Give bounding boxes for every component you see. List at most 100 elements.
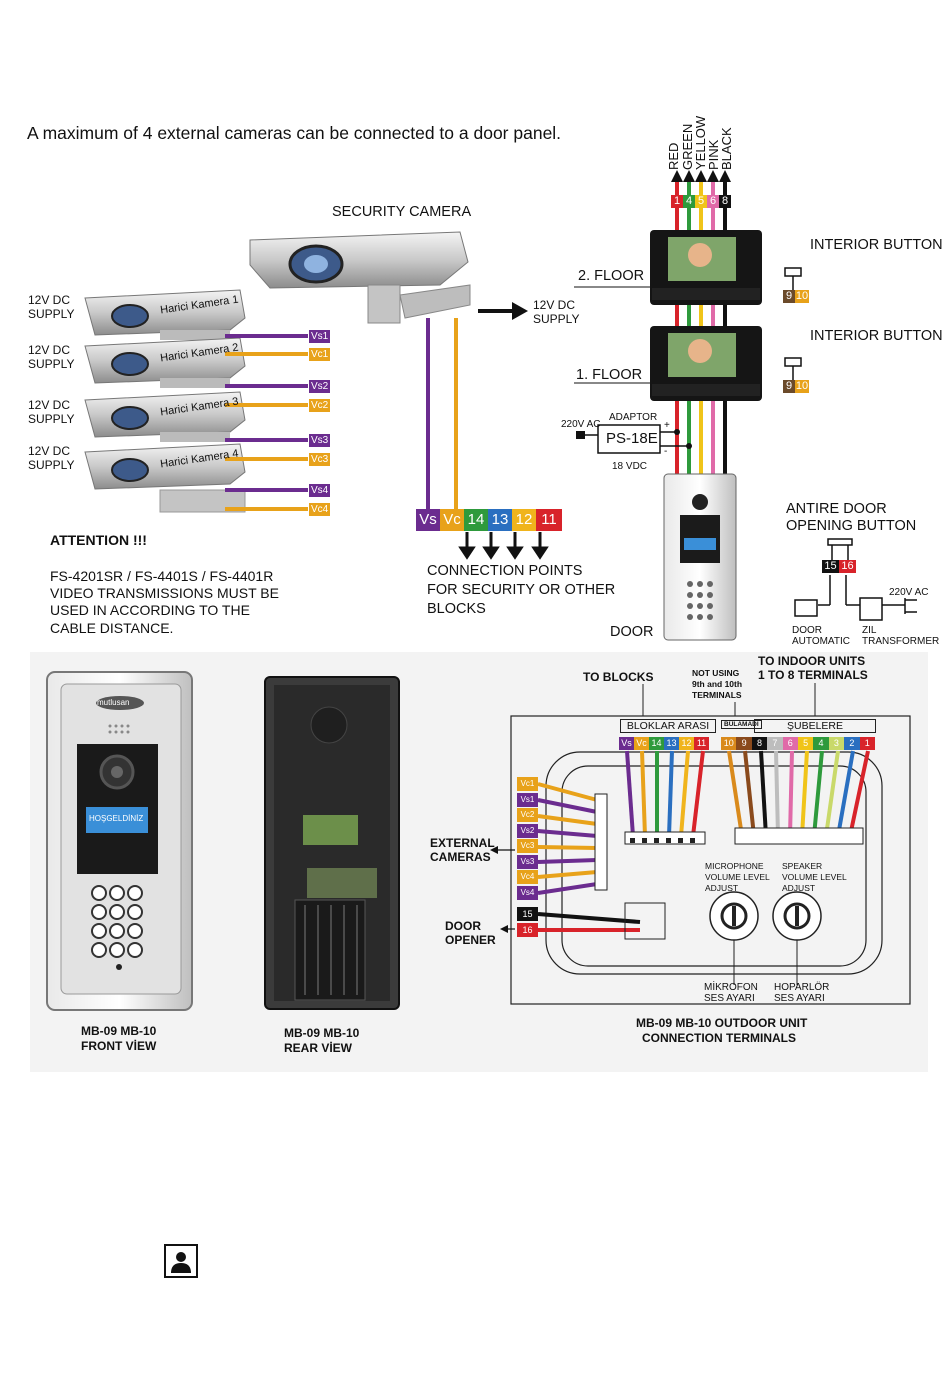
hoparlor-1: HOPARLÖR (774, 982, 830, 993)
cam-term-vc1: Vc1 (517, 777, 538, 791)
external-cameras-2: CAMERAS (430, 850, 491, 864)
cam-term-vc3: Vc3 (517, 839, 538, 853)
mikrofon-2: SES AYARI (704, 993, 755, 1004)
terminal-11: 11 (536, 509, 562, 531)
page-title: A maximum of 4 external cameras can be c… (27, 123, 562, 143)
ext-camera-1-supply: 12V DC SUPPLY (28, 293, 75, 321)
adaptor-label: ADAPTOR (609, 412, 658, 423)
zil-line-1: ZIL (862, 625, 877, 636)
front-caption-1: MB-09 MB-10 (81, 1024, 157, 1038)
mic-label-1: MICROPHONE (705, 861, 764, 871)
door-auto-line-2: AUTOMATIC (792, 636, 850, 647)
antire-line-1: ANTIRE DOOR (786, 501, 887, 517)
to-indoor-1: TO INDOOR UNITS (758, 654, 866, 668)
diag-term-6: 6 (782, 737, 798, 750)
security-camera-label: SECURITY CAMERA (332, 204, 472, 220)
interior-button-1-icon (784, 357, 802, 380)
rear-view-panel-icon (264, 676, 400, 1010)
interior-button-2-label: INTERIOR BUTTON (810, 237, 943, 253)
diag-term-3: 3 (828, 737, 845, 750)
mikrofon-1: MİKROFON (704, 982, 758, 993)
antire-terminal-16: 16 (839, 560, 856, 573)
rear-caption-1: MB-09 MB-10 (284, 1026, 360, 1040)
riser-terminal-8: 8 (719, 195, 731, 208)
attention-line-3: USED IN ACCORDING TO THE (50, 602, 250, 618)
external-camera-3-icon (84, 391, 246, 442)
zil-ac: 220V AC (889, 587, 929, 598)
diagram-caption-2: CONNECTION TERMINALS (642, 1031, 796, 1045)
terminal-vc: Vc (440, 509, 464, 531)
attention-line-2: VIDEO TRANSMISSIONS MUST BE (50, 585, 279, 601)
adaptor-ac: 220V AC (561, 419, 601, 430)
bulamadi-label: BÜLAMADI (721, 720, 762, 729)
diag-term-vs: Vs (619, 737, 634, 750)
panel-screen-text: HOŞGELDİNİZ (89, 814, 144, 823)
adaptor-plus: + (664, 420, 670, 431)
not-using-3: TERMINALS (692, 690, 742, 700)
bloklar-arasi-label: BLOKLAR ARASI (620, 719, 716, 733)
attention-line-1: FS-4201SR / FS-4401S / FS-4401R (50, 568, 274, 584)
to-blocks-label: TO BLOCKS (583, 670, 654, 684)
terminal-14: 14 (464, 509, 488, 531)
diag-term-8: 8 (751, 737, 768, 750)
interior-terminals-1: 9 10 (783, 380, 809, 393)
interior-terminal-10: 10 (795, 290, 809, 303)
monitor-floor-2-icon (650, 230, 762, 305)
adaptor-model: PS-18E (606, 430, 658, 447)
floor-1-label: 1. FLOOR (576, 367, 643, 383)
door-panel-icon (663, 473, 737, 641)
door-term-15: 15 (517, 907, 538, 921)
terminal-vs: Vs (416, 509, 440, 531)
door-label: DOOR (610, 624, 654, 640)
speaker-label-1: SPEAKER (782, 861, 823, 871)
attention-heading: ATTENTION !!! (50, 532, 147, 548)
ext-camera-2-supply: 12V DC SUPPLY (28, 343, 75, 371)
terminal-12: 12 (512, 509, 536, 531)
vc2-tag: Vc2 (309, 399, 331, 412)
vc4-tag: Vc4 (309, 503, 331, 516)
diag-term-9: 9 (736, 737, 752, 750)
hoparlor-2: SES AYARI (774, 993, 825, 1004)
riser-terminal-6: 6 (707, 195, 719, 208)
camera-input-terminals: Vc1 Vs1 Vc2 Vs2 Vc3 Vs3 Vc4 Vs4 (517, 777, 538, 900)
speaker-label-3: ADJUST (782, 883, 816, 893)
external-cameras-1: EXTERNAL (430, 836, 495, 850)
ext-camera-3-supply: 12V DC SUPPLY (28, 398, 75, 426)
security-camera-icon (249, 231, 471, 324)
front-caption-2: FRONT VİEW (81, 1039, 157, 1053)
riser-terminal-1: 1 (671, 195, 683, 208)
to-indoor-2: 1 TO 8 TERMINALS (758, 668, 868, 682)
vc3-tag: Vc3 (309, 453, 331, 466)
vs3-tag: Vs3 (309, 434, 331, 447)
external-camera-2-icon (84, 337, 246, 388)
mic-label-2: VOLUME LEVEL (705, 872, 770, 882)
diag-term-11: 11 (694, 737, 709, 750)
cam-term-vs3: Vs3 (517, 854, 538, 869)
rear-caption-2: REAR VİEW (284, 1041, 353, 1055)
adaptor-vdc: 18 VDC (612, 461, 648, 472)
user-icon (164, 1244, 198, 1278)
diag-term-7: 7 (767, 737, 783, 750)
cam-term-vc4: Vc4 (517, 870, 538, 884)
terminal-13: 13 (488, 509, 512, 531)
supply-right-label: 12V DC SUPPLY (533, 298, 580, 326)
front-view-panel-icon (46, 671, 193, 1011)
ext-camera-4-supply: 12V DC SUPPLY (28, 444, 75, 472)
vs2-tag: Vs2 (309, 380, 331, 393)
riser-terminal-5: 5 (695, 195, 707, 208)
vc1-tag: Vc1 (309, 348, 331, 361)
cam-term-vs4: Vs4 (517, 885, 538, 900)
panel-brand: mutlusan (97, 698, 130, 707)
mic-volume-knob-icon (709, 891, 759, 985)
adaptor-icon (576, 424, 692, 454)
cam-term-vs1: Vs1 (517, 792, 538, 807)
diag-term-5: 5 (797, 737, 814, 750)
interior-terminals-2: 9 10 (783, 290, 809, 303)
door-auto-line-1: DOOR (792, 625, 822, 636)
connection-terminal-block: Vs Vc 14 13 12 11 (416, 509, 562, 531)
attention-line-4: CABLE DISTANCE. (50, 620, 174, 636)
wire-name-black: BLACK (719, 127, 734, 170)
diag-term-4: 4 (813, 737, 829, 750)
speaker-volume-knob-icon (772, 891, 822, 985)
diagram-right-terminals: 10 9 8 7 6 5 4 3 2 1 (721, 737, 875, 750)
